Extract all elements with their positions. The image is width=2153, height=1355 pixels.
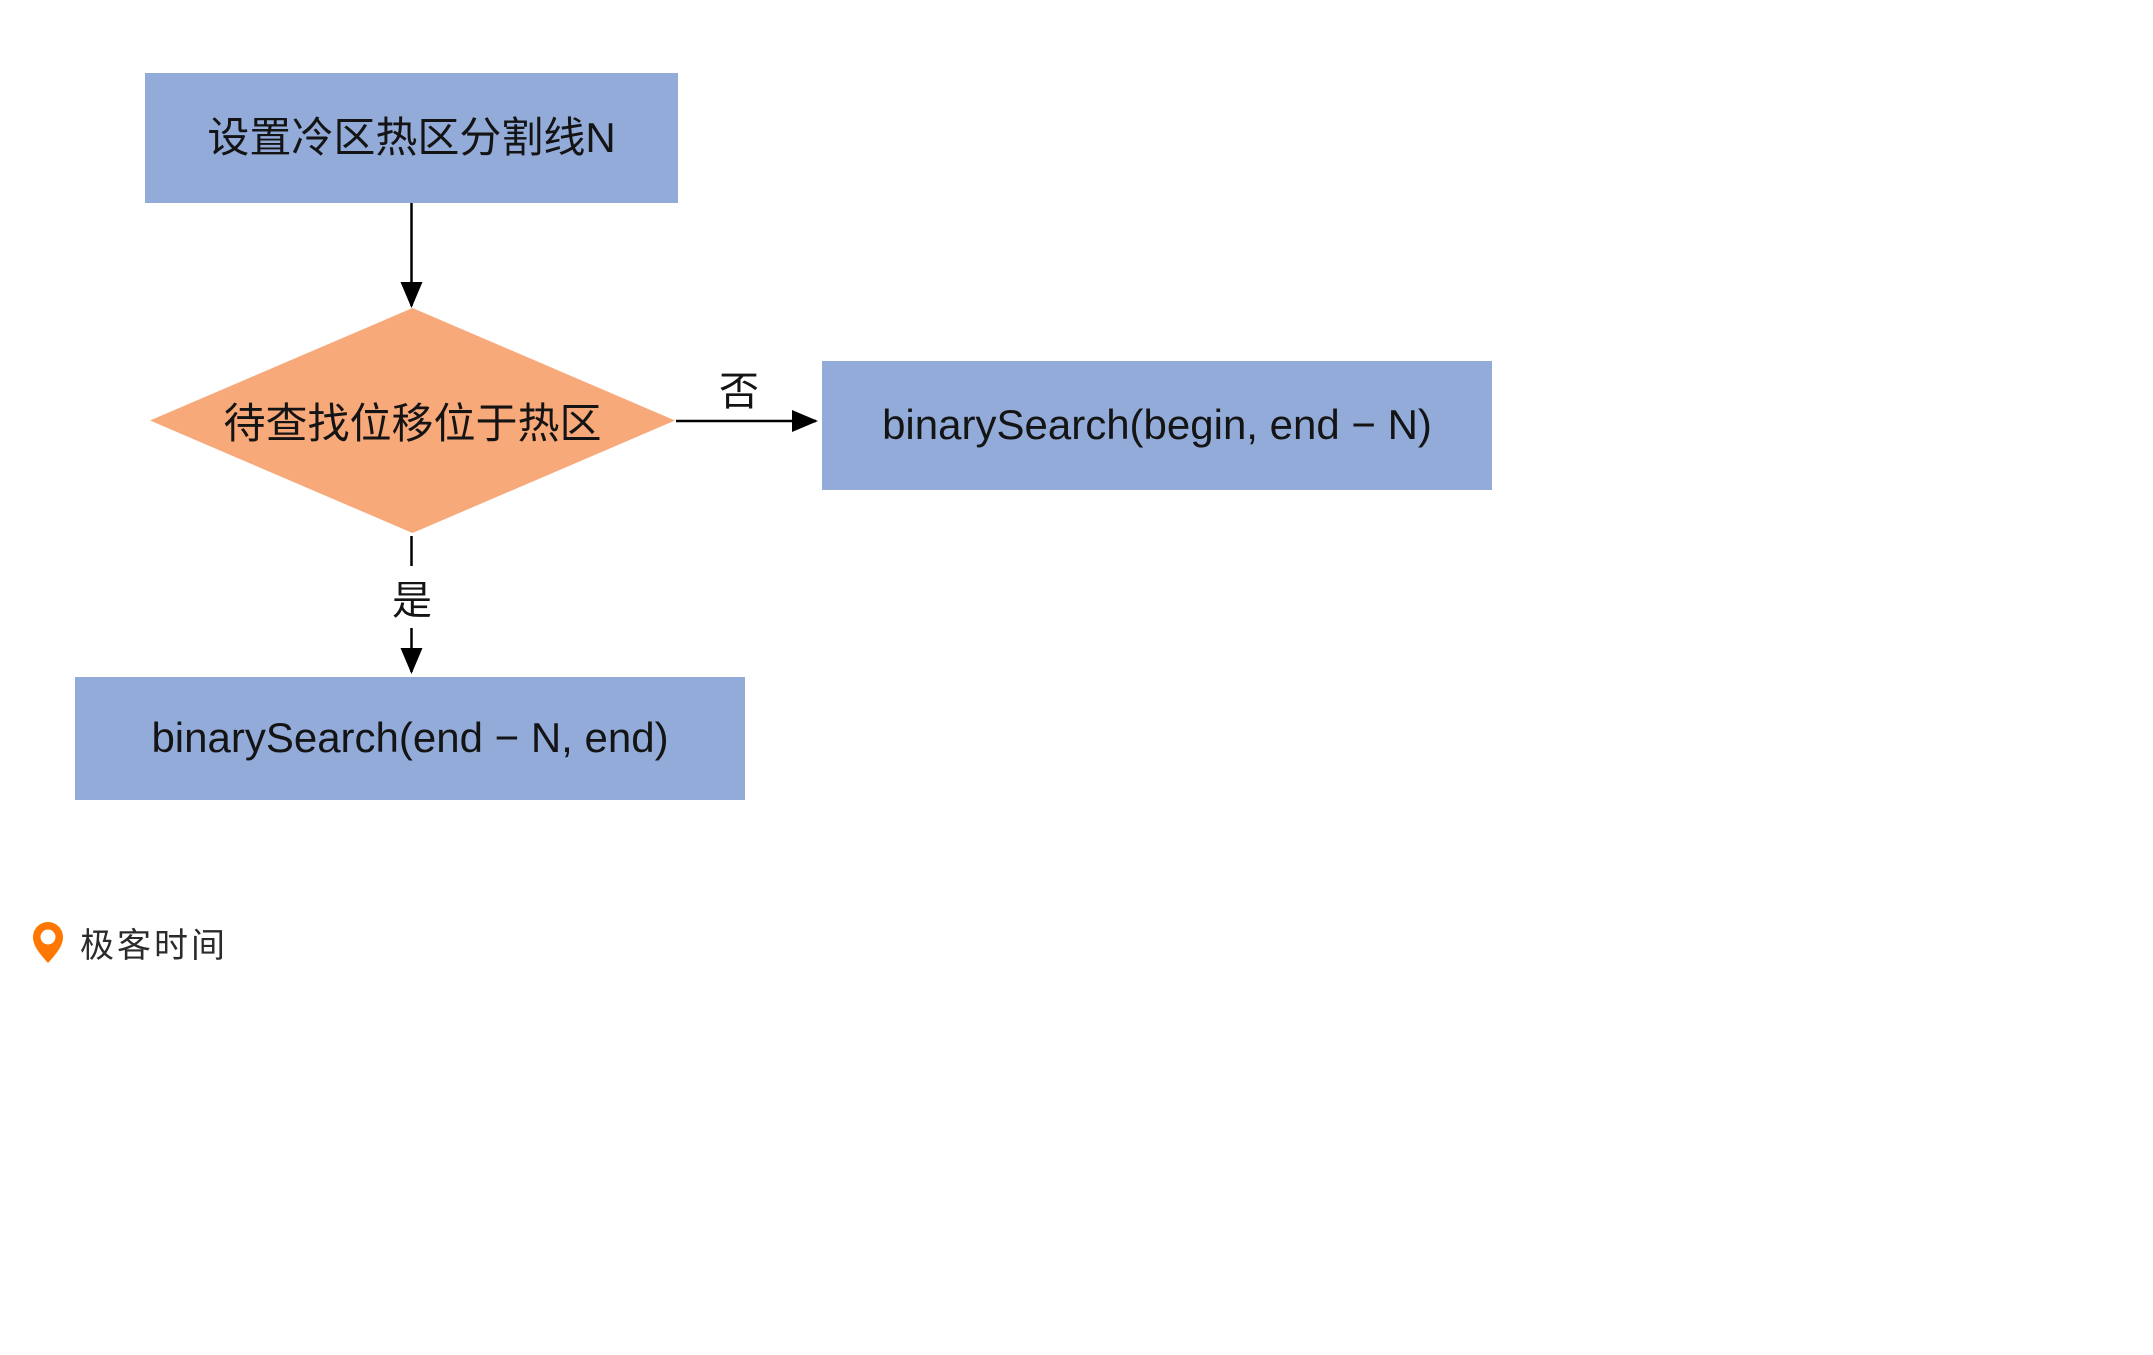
- decision-diamond: 待查找位移位于热区: [150, 308, 675, 533]
- brand-name: 极客时间: [80, 927, 228, 965]
- brand-footer: 极客时间: [28, 918, 228, 967]
- no-edge-label: 否: [719, 370, 759, 414]
- decision-label: 待查找位移位于热区: [223, 400, 602, 447]
- yes-edge-label: 是: [384, 566, 440, 628]
- yes-branch-box: binarySearch(end − N, end): [75, 677, 745, 800]
- no-branch-box: binarySearch(begin, end − N): [822, 361, 1492, 490]
- geektime-pin-icon: [28, 921, 68, 965]
- start-box: 设置冷区热区分割线N: [145, 73, 678, 203]
